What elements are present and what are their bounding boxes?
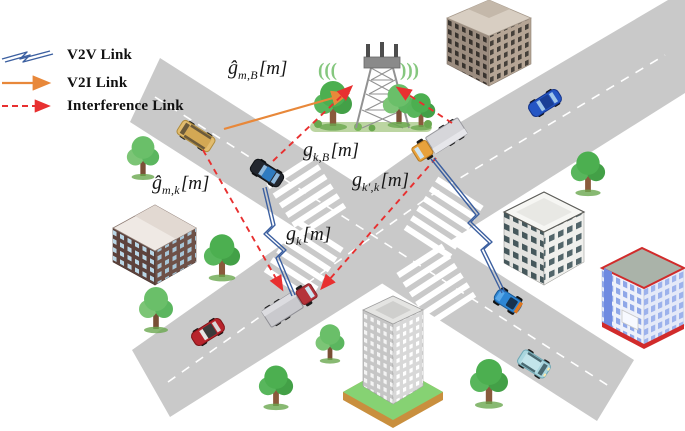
legend-label: Interference Link	[67, 97, 184, 114]
v2i-link-icon	[2, 75, 52, 91]
interference-link-sedan-to-bs	[272, 85, 354, 162]
vehicle-red-car	[191, 317, 225, 347]
tree-icon	[258, 365, 294, 411]
signal-waves-left-icon: (((	[318, 60, 337, 81]
vehicle-dark-sedan	[249, 158, 285, 188]
building-white-office	[502, 191, 586, 286]
legend-item-interference: Interference Link	[0, 95, 184, 117]
label-g-kpk: gk′,k[m]	[352, 169, 409, 194]
label-g-k: gk[m]	[286, 223, 332, 248]
label-g-mB: ĝm,B[m]	[228, 57, 288, 82]
interference-link-icon	[2, 99, 51, 113]
links	[202, 85, 506, 297]
tree-icon	[470, 359, 508, 409]
building-hospital	[599, 246, 685, 349]
vehicle-container-truck-center	[261, 283, 318, 328]
vehicle-yellow-minibus	[176, 119, 216, 153]
building-brown-apartment	[112, 204, 197, 286]
building-tan-office-tower	[445, 0, 533, 87]
v2v-link-sedan-truck	[262, 186, 296, 297]
legend-item-v2i: V2I Link	[0, 72, 127, 94]
interference-link-bus-to-truck	[202, 149, 284, 292]
v2i-link-arrow	[223, 90, 351, 131]
label-g-kB: gk,B[m]	[303, 139, 360, 164]
v2v-link-truck-buggy	[430, 157, 506, 294]
v2v-link-icon	[1, 50, 54, 63]
legend-label: V2V Link	[67, 46, 133, 63]
road-centerline-dashed	[167, 54, 666, 383]
road-centerline-dashed	[154, 96, 613, 389]
legend-label: V2I Link	[67, 74, 128, 91]
vehicle-blue-car	[528, 88, 562, 118]
vehicle-container-truck-right	[411, 117, 468, 162]
building-downtown-tower	[343, 295, 443, 428]
interference-link-truck-to-truck	[320, 157, 437, 291]
tree-icon	[315, 324, 345, 364]
tree-icon	[203, 234, 241, 282]
legend-item-v2v: V2V Link	[0, 44, 132, 66]
vehicle-teal-van	[517, 349, 551, 379]
crosswalk-east	[403, 176, 484, 260]
base-station-area: ((( )))	[310, 42, 436, 132]
signal-waves-right-icon: )))	[400, 60, 419, 81]
label-g-mk: ĝm,k[m]	[152, 172, 210, 197]
crosswalk-south	[396, 243, 477, 327]
